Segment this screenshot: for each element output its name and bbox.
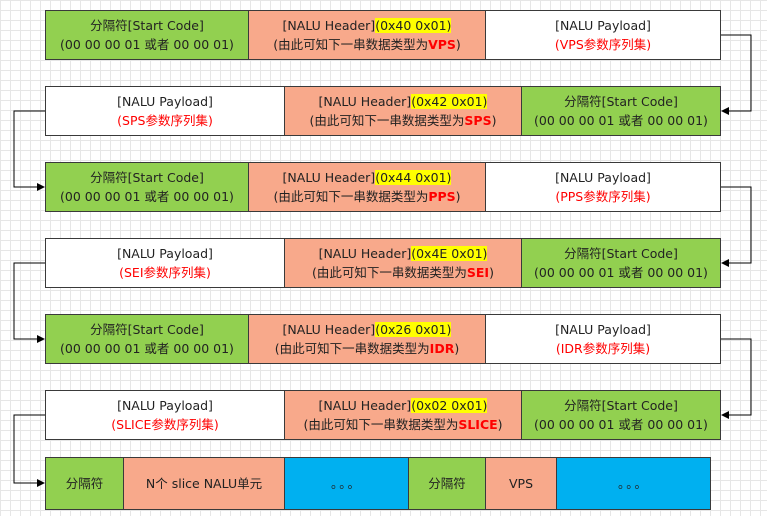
start-code-label: 分隔符[Start Code] bbox=[90, 18, 204, 33]
row1-start-code: 分隔符[Start Code] (00 00 00 01 或者 00 00 01… bbox=[45, 10, 249, 60]
start-code-bytes: (00 00 00 01 或者 00 00 01) bbox=[60, 189, 234, 204]
arrow-row2-to-row3 bbox=[13, 110, 45, 191]
ellipsis-label: 。。。 bbox=[617, 476, 649, 491]
nalu-payload-title: [NALU Payload] bbox=[117, 398, 213, 413]
bottom-ellipsis-2: 。。。 bbox=[556, 457, 711, 510]
nalu-header-title: [NALU Header](0x40 0x01) bbox=[282, 18, 452, 33]
nalu-payload-desc: (PPS参数序列集) bbox=[555, 189, 651, 204]
nalu-payload-desc: (SLICE参数序列集) bbox=[111, 417, 219, 432]
row3-start-code: 分隔符[Start Code] (00 00 00 01 或者 00 00 01… bbox=[45, 162, 249, 212]
nalu-header-hex: (0x44 0x01) bbox=[375, 170, 452, 185]
row5-nalu-payload: [NALU Payload] (IDR参数序列集) bbox=[485, 314, 721, 364]
nalu-header-title: [NALU Header](0x42 0x01) bbox=[318, 94, 488, 109]
start-code-bytes: (00 00 00 01 或者 00 00 01) bbox=[534, 113, 708, 128]
row3-nalu-header: [NALU Header](0x44 0x01) (由此可知下一串数据类型为PP… bbox=[248, 162, 486, 212]
nalu-payload-title: [NALU Payload] bbox=[117, 94, 213, 109]
nalu-payload-title: [NALU Payload] bbox=[117, 246, 213, 261]
nalu-payload-desc: (SEI参数序列集) bbox=[119, 265, 211, 280]
row4-start-code: 分隔符[Start Code] (00 00 00 01 或者 00 00 01… bbox=[521, 238, 721, 288]
row2-nalu-payload: [NALU Payload] (SPS参数序列集) bbox=[45, 86, 285, 136]
nalu-payload-desc: (VPS参数序列集) bbox=[554, 37, 652, 52]
bottom-ellipsis-1: 。。。 bbox=[284, 457, 409, 510]
nalu-payload-title: [NALU Payload] bbox=[555, 18, 651, 33]
nalu-header-desc: (由此可知下一串数据类型为IDR) bbox=[274, 341, 460, 356]
start-code-label: 分隔符[Start Code] bbox=[564, 94, 678, 109]
nalu-header-desc: (由此可知下一串数据类型为SPS) bbox=[309, 113, 497, 128]
nalu-header-desc: (由此可知下一串数据类型为SEI) bbox=[312, 265, 494, 280]
arrow-row1-to-row2 bbox=[721, 34, 752, 115]
start-code-bytes: (00 00 00 01 或者 00 00 01) bbox=[60, 341, 234, 356]
bottom-slice-units: N个 slice NALU单元 bbox=[123, 457, 285, 510]
start-code-bytes: (00 00 00 01 或者 00 00 01) bbox=[534, 265, 708, 280]
row5-start-code: 分隔符[Start Code] (00 00 00 01 或者 00 00 01… bbox=[45, 314, 249, 364]
bottom-separator-2: 分隔符 bbox=[408, 457, 486, 510]
nalu-header-title: [NALU Header](0x26 0x01) bbox=[282, 322, 452, 337]
nalu-header-title: [NALU Header](0x4E 0x01) bbox=[318, 246, 488, 261]
nalu-header-hex: (0x40 0x01) bbox=[375, 18, 452, 33]
nalu-header-hex: (0x42 0x01) bbox=[411, 94, 488, 109]
row4-nalu-payload: [NALU Payload] (SEI参数序列集) bbox=[45, 238, 285, 288]
bottom-vps: VPS bbox=[485, 457, 557, 510]
start-code-bytes: (00 00 00 01 或者 00 00 01) bbox=[60, 37, 234, 52]
start-code-label: 分隔符[Start Code] bbox=[564, 398, 678, 413]
start-code-bytes: (00 00 00 01 或者 00 00 01) bbox=[534, 417, 708, 432]
separator-label: 分隔符 bbox=[65, 476, 104, 491]
row6-nalu-header: [NALU Header](0x02 0x01) (由此可知下一串数据类型为SL… bbox=[284, 390, 522, 440]
separator-label: 分隔符 bbox=[428, 476, 466, 491]
nalu-header-hex: (0x26 0x01) bbox=[375, 322, 452, 337]
nalu-payload-title: [NALU Payload] bbox=[555, 170, 651, 185]
arrow-row4-to-row5 bbox=[13, 262, 45, 343]
row6-nalu-payload: [NALU Payload] (SLICE参数序列集) bbox=[45, 390, 285, 440]
row3-nalu-payload: [NALU Payload] (PPS参数序列集) bbox=[485, 162, 721, 212]
vps-label: VPS bbox=[508, 476, 534, 491]
nalu-header-title: [NALU Header](0x02 0x01) bbox=[318, 398, 488, 413]
row4-nalu-header: [NALU Header](0x4E 0x01) (由此可知下一串数据类型为SE… bbox=[284, 238, 522, 288]
row1-nalu-header: [NALU Header](0x40 0x01) (由此可知下一串数据类型为VP… bbox=[248, 10, 486, 60]
nalu-payload-desc: (SPS参数序列集) bbox=[117, 113, 213, 128]
arrow-row5-to-row6 bbox=[721, 338, 752, 419]
nalu-payload-title: [NALU Payload] bbox=[555, 322, 651, 337]
row2-start-code: 分隔符[Start Code] (00 00 00 01 或者 00 00 01… bbox=[521, 86, 721, 136]
start-code-label: 分隔符[Start Code] bbox=[90, 170, 204, 185]
nalu-header-hex: (0x4E 0x01) bbox=[411, 246, 488, 261]
nalu-header-desc: (由此可知下一串数据类型为SLICE) bbox=[303, 417, 503, 432]
nalu-header-hex: (0x02 0x01) bbox=[411, 398, 488, 413]
slice-units-label: N个 slice NALU单元 bbox=[145, 476, 263, 491]
row5-nalu-header: [NALU Header](0x26 0x01) (由此可知下一串数据类型为ID… bbox=[248, 314, 486, 364]
bottom-separator-1: 分隔符 bbox=[45, 457, 124, 510]
ellipsis-label: 。。。 bbox=[330, 476, 362, 491]
row1-nalu-payload: [NALU Payload] (VPS参数序列集) bbox=[485, 10, 721, 60]
arrow-row3-to-row4 bbox=[721, 186, 752, 267]
nalu-header-desc: (由此可知下一串数据类型为VPS) bbox=[273, 37, 461, 52]
start-code-label: 分隔符[Start Code] bbox=[90, 322, 204, 337]
row6-start-code: 分隔符[Start Code] (00 00 00 01 或者 00 00 01… bbox=[521, 390, 721, 440]
nalu-header-title: [NALU Header](0x44 0x01) bbox=[282, 170, 452, 185]
row2-nalu-header: [NALU Header](0x42 0x01) (由此可知下一串数据类型为SP… bbox=[284, 86, 522, 136]
nalu-payload-desc: (IDR参数序列集) bbox=[555, 341, 651, 356]
start-code-label: 分隔符[Start Code] bbox=[564, 246, 678, 261]
arrow-row6-to-row7 bbox=[13, 414, 45, 487]
nalu-header-desc: (由此可知下一串数据类型为PPS) bbox=[273, 189, 461, 204]
